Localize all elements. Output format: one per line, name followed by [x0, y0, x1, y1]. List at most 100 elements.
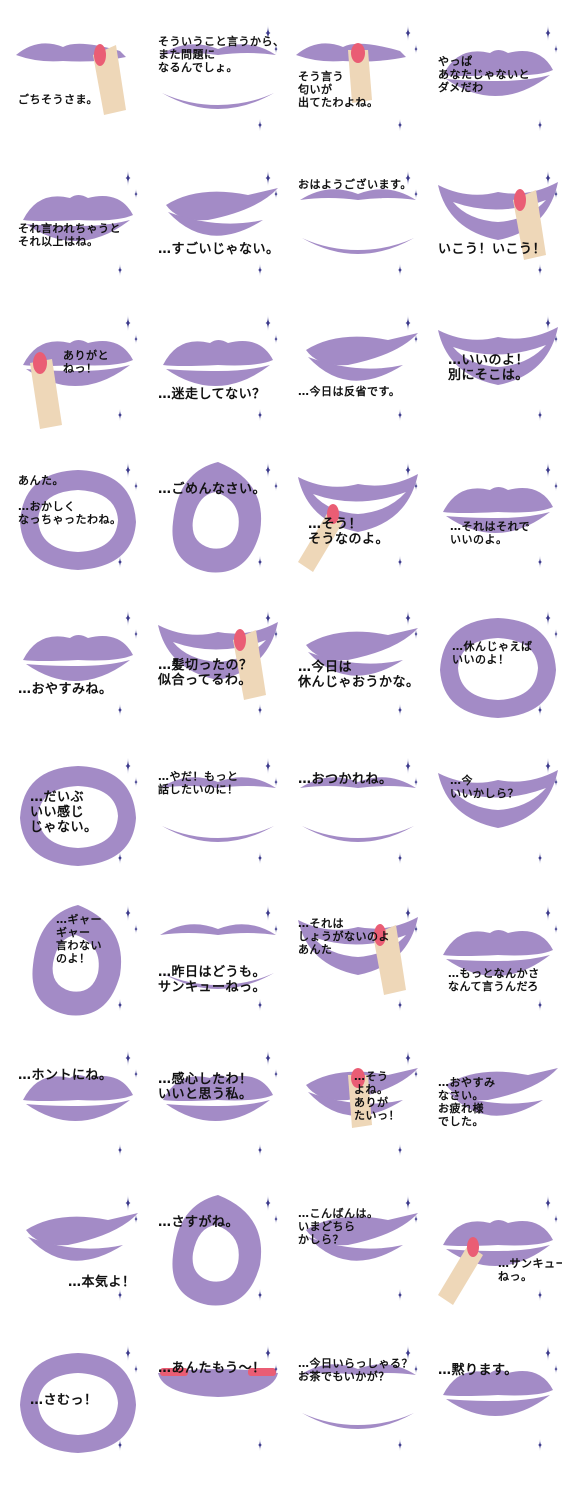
sticker-item[interactable]: ありがと ねっ！ [8, 305, 148, 455]
sticker-item[interactable]: …ホントにね。 [8, 1040, 148, 1190]
lips-illustration [296, 25, 418, 131]
sticker-item[interactable]: それ言われちゃうと それ以上はね。 [8, 160, 148, 310]
sticker-item[interactable]: いこう！いこう！ [428, 160, 562, 310]
sticker-caption: …ホントにね。 [18, 1068, 113, 1083]
sticker-caption: …もっとなんかさ なんて言うんだろ [448, 967, 540, 993]
lips-illustration [158, 610, 278, 716]
sticker-caption: ありがと ねっ！ [63, 349, 109, 375]
lips-illustration [443, 462, 558, 568]
sticker-caption: …いいのよ！ 別にそこは。 [448, 353, 530, 383]
sticker-caption: …おやすみね。 [18, 682, 113, 697]
sticker-item[interactable]: …サンキュー ねっ。 [428, 1185, 562, 1335]
sticker-caption: …髪切ったの？ 似合ってるわ。 [158, 658, 253, 688]
lips-illustration [306, 1050, 418, 1156]
lips-illustration [440, 610, 558, 718]
lips-illustration [438, 1195, 558, 1305]
sticker-item[interactable]: …今日は反省です。 [288, 305, 428, 455]
sticker-caption: …本気よ！ [68, 1275, 136, 1290]
sticker-caption: …今日は 休んじゃおうかな。 [298, 660, 420, 690]
sticker-item[interactable]: あんた。 …おかしく なっちゃったわね。 [8, 452, 148, 602]
sticker-item[interactable]: …だいぶ いい感じ じゃない。 [8, 748, 148, 898]
lips-illustration [298, 905, 418, 1011]
sticker-item[interactable]: …さすがね。 [148, 1185, 288, 1335]
sticker-caption: …感心したわ！ いいと思う私。 [158, 1072, 253, 1102]
lips-illustration [160, 758, 278, 864]
lips-illustration [300, 1345, 418, 1451]
sticker-item[interactable]: …迷走してない？ [148, 305, 288, 455]
sticker-item[interactable]: ごちそうさま。 [8, 15, 148, 165]
sticker-item[interactable]: …やだ！もっと 話したいのに！ [148, 748, 288, 898]
lips-illustration [32, 905, 138, 1016]
sticker-item[interactable]: …それはそれで いいのよ。 [428, 452, 562, 602]
sticker-caption: いこう！いこう！ [438, 242, 547, 257]
lips-illustration [20, 1345, 138, 1453]
sticker-item[interactable]: …いいのよ！ 別にそこは。 [428, 305, 562, 455]
sticker-caption: …おやすみ なさい。 お疲れ様 でした。 [438, 1076, 496, 1128]
sticker-caption: ごちそうさま。 [18, 93, 99, 106]
sticker-caption: おはようございます。 [298, 178, 412, 191]
sticker-item[interactable]: そういうこと言うから、 また問題に なるんでしょ。 [148, 15, 288, 165]
sticker-caption: そう言う 匂いが 出てたわよね。 [298, 70, 379, 109]
lips-illustration [23, 1050, 138, 1156]
lips-illustration [172, 462, 278, 573]
sticker-caption: …おつかれね。 [298, 772, 393, 787]
lips-illustration [23, 170, 138, 276]
sticker-caption: …今 いいかしら？ [450, 774, 519, 800]
lips-illustration [438, 758, 558, 864]
sticker-item[interactable]: …そう よね。 ありが たいっ！ [288, 1040, 428, 1190]
sticker-item[interactable]: …今 いいかしら？ [428, 748, 562, 898]
lips-illustration [20, 462, 138, 570]
sticker-item[interactable]: …そう！ そうなのよ。 [288, 452, 428, 602]
lips-illustration [300, 170, 418, 276]
sticker-caption: …黙ります。 [438, 1363, 518, 1378]
lips-illustration [163, 1050, 278, 1156]
sticker-caption: やっぱ あなたじゃないと ダメだわ [438, 55, 530, 94]
sticker-caption: …ギャー ギャー 言わない のよ！ [56, 913, 102, 965]
sticker-item[interactable]: …あんたもう〜！ [148, 1335, 288, 1485]
sticker-caption: …さむっ！ [30, 1393, 98, 1408]
sticker-item[interactable]: …おやすみね。 [8, 600, 148, 750]
lips-illustration [306, 610, 418, 716]
sticker-caption: …そう よね。 ありが たいっ！ [354, 1070, 400, 1122]
lips-illustration [443, 1345, 558, 1451]
lips-illustration [160, 25, 278, 131]
sticker-item[interactable]: …こんばんは。 いまどちら かしら？ [288, 1185, 428, 1335]
sticker-item[interactable]: …おやすみ なさい。 お疲れ様 でした。 [428, 1040, 562, 1190]
sticker-caption: …昨日はどうも。 サンキューねっ。 [158, 965, 267, 995]
sticker-item[interactable]: …それは しょうがないのよ あんた [288, 895, 428, 1045]
lips-illustration [172, 1195, 278, 1306]
lips-illustration [16, 43, 126, 115]
lips-illustration [23, 610, 138, 716]
lips-illustration [166, 170, 278, 276]
sticker-caption: …あんたもう〜！ [158, 1361, 266, 1376]
sticker-item[interactable]: …髪切ったの？ 似合ってるわ。 [148, 600, 288, 750]
sticker-item[interactable]: …おつかれね。 [288, 748, 428, 898]
sticker-item[interactable]: …昨日はどうも。 サンキューねっ。 [148, 895, 288, 1045]
sticker-caption: …休んじゃえば いいのよ！ [452, 640, 533, 666]
lips-illustration [438, 315, 558, 421]
sticker-item[interactable]: …さむっ！ [8, 1335, 148, 1485]
sticker-caption: …こんばんは。 いまどちら かしら？ [298, 1207, 379, 1246]
sticker-item[interactable]: …ごめんなさい。 [148, 452, 288, 602]
lips-illustration [446, 1068, 558, 1116]
sticker-item[interactable]: …本気よ！ [8, 1185, 148, 1335]
sticker-item[interactable]: …今日は 休んじゃおうかな。 [288, 600, 428, 750]
sticker-item[interactable]: おはようございます。 [288, 160, 428, 310]
sticker-item[interactable]: …今日いらっしゃる？ お茶でもいかが？ [288, 1335, 428, 1485]
sticker-caption: …すごいじゃない。 [158, 242, 280, 257]
sticker-item[interactable]: やっぱ あなたじゃないと ダメだわ [428, 15, 562, 165]
sticker-item[interactable]: …休んじゃえば いいのよ！ [428, 600, 562, 750]
sticker-item[interactable]: …もっとなんかさ なんて言うんだろ [428, 895, 562, 1045]
sticker-item[interactable]: …黙ります。 [428, 1335, 562, 1485]
sticker-caption: …サンキュー ねっ。 [498, 1257, 562, 1283]
sticker-item[interactable]: そう言う 匂いが 出てたわよね。 [288, 15, 428, 165]
sticker-item[interactable]: …すごいじゃない。 [148, 160, 288, 310]
lips-illustration [306, 315, 418, 421]
sticker-caption: …今日いらっしゃる？ お茶でもいかが？ [298, 1357, 413, 1383]
sticker-caption: …それは しょうがないのよ あんた [298, 917, 390, 956]
sticker-item[interactable]: …感心したわ！ いいと思う私。 [148, 1040, 288, 1190]
sticker-caption: …ごめんなさい。 [158, 482, 267, 497]
sticker-item[interactable]: …ギャー ギャー 言わない のよ！ [8, 895, 148, 1045]
lips-illustration [26, 1195, 138, 1301]
